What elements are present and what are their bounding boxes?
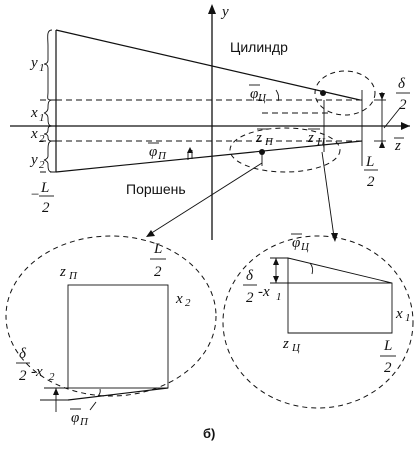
x2-label: x <box>30 126 38 142</box>
y2-label: y <box>29 152 38 168</box>
piston-detail-leader <box>149 162 263 235</box>
zc-label: z Ц <box>307 128 326 148</box>
delta-symbol: δ <box>398 76 406 92</box>
piston-detail-minus-x: -x <box>31 364 43 380</box>
left-two: 2 <box>42 200 50 216</box>
zc-sub: Ц <box>316 136 326 148</box>
delta-arrow-bottom <box>379 141 385 148</box>
phi-p-arrow <box>187 147 193 153</box>
zp-z: z <box>255 130 262 146</box>
cylinder-detail-x1-sub: 1 <box>405 312 411 324</box>
y-axis-label: y <box>220 4 229 20</box>
figure-caption: б) <box>203 426 215 441</box>
phi-p-marker: φ П <box>148 142 193 162</box>
piston-detail-delta-two: 2 <box>19 368 27 384</box>
left-L: L <box>40 180 49 196</box>
piston-detail: z П L 2 x 2 δ 2 -x 2 φ П <box>5 235 217 428</box>
brace-y2 <box>43 140 53 173</box>
phi-c-symbol: φ <box>250 86 258 102</box>
cylinder-detail-dim-arrow-top <box>273 258 279 265</box>
cylinder-detail-delta-two: 2 <box>246 290 254 306</box>
cylinder-zone-circle <box>314 70 376 116</box>
cylinder-detail-dim-arrow-bottom <box>273 276 279 283</box>
cylinder-surface-line <box>55 29 361 101</box>
phi-p-symbol: φ <box>149 144 157 160</box>
surfaces <box>55 29 363 173</box>
cylinder-detail: φ Ц δ 2 -x 1 x 1 z Ц L 2 <box>222 233 414 409</box>
phi-c-sub: Ц <box>257 92 267 104</box>
axes: y z <box>10 4 410 240</box>
left-braces <box>40 29 56 173</box>
cylinder-detail-L: L <box>383 338 392 354</box>
piston-detail-circle <box>5 235 217 397</box>
piston-detail-minus-x-sub: 2 <box>49 371 55 383</box>
x1-sub: 1 <box>39 112 45 124</box>
piston-detail-phi: φ <box>71 410 79 426</box>
y-axis-arrow <box>208 4 216 14</box>
right-L-label: L <box>365 154 374 170</box>
piston-detail-z: z <box>59 264 66 280</box>
delta-leader <box>383 107 401 129</box>
phi-p-sub: П <box>157 150 167 162</box>
piston-detail-z-sub: П <box>68 270 78 282</box>
left-minus: − <box>30 187 40 203</box>
piston-detail-arrow <box>146 230 155 237</box>
piston-detail-x2-sub: 2 <box>185 297 191 309</box>
zp-label: z П <box>255 128 274 148</box>
phi-c-arc <box>275 89 280 102</box>
x1-label: x <box>30 105 38 121</box>
cylinder-detail-leader <box>321 151 335 238</box>
cylinder-detail-x1: x <box>395 306 403 322</box>
x2-sub: 2 <box>39 133 45 145</box>
piston-detail-slope <box>67 387 169 401</box>
piston-detail-phi-leader <box>89 401 97 411</box>
piston-detail-L: L <box>153 241 162 257</box>
piston-detail-delta: δ <box>19 346 27 362</box>
y2-sub: 2 <box>39 159 45 171</box>
piston-detail-dim-arrow <box>53 388 59 395</box>
z-axis-label: z <box>394 138 401 154</box>
cylinder-detail-circle <box>222 235 414 409</box>
cylinder-detail-z-sub: Ц <box>291 342 301 354</box>
cylinder-detail-phi-sub: Ц <box>300 241 310 253</box>
z-axis-arrow <box>401 122 410 130</box>
piston-detail-phi-sub: П <box>79 416 89 428</box>
delta-arrow-top <box>379 93 385 100</box>
zp-sub: П <box>264 136 274 148</box>
piston-surface-line <box>55 140 363 173</box>
cylinder-detail-minus-x: -x <box>258 284 270 300</box>
piston-detail-rect <box>67 284 169 389</box>
cylinder-contact-point <box>320 90 326 96</box>
cylinder-detail-two: 2 <box>384 360 392 376</box>
delta-two: 2 <box>399 97 407 113</box>
piston-detail-two: 2 <box>154 264 162 280</box>
piston-detail-arc <box>97 388 101 397</box>
brace-y1 <box>43 29 53 101</box>
cylinder-detail-shape <box>287 257 393 334</box>
brace-x2 <box>43 125 53 142</box>
y1-label: y <box>29 55 38 71</box>
left-minus-L-over-2: − L 2 <box>30 180 54 216</box>
piston-contact-point <box>259 149 265 155</box>
y1-sub: 1 <box>39 62 45 74</box>
piston-label: Поршень <box>126 181 186 197</box>
cylinder-detail-delta: δ <box>246 268 254 284</box>
cylinder-detail-minus-x-sub: 1 <box>276 291 282 303</box>
cylinder-detail-arc <box>309 262 314 275</box>
brace-x1 <box>43 99 53 127</box>
phi-c-marker: φ Ц <box>249 84 280 104</box>
zc-z: z <box>307 130 314 146</box>
cylinder-label: Цилиндр <box>230 39 288 55</box>
right-end: L 2 <box>361 90 378 190</box>
cylinder-detail-phi: φ <box>292 235 300 251</box>
cylinder-detail-z: z <box>282 336 289 352</box>
piston-zone-circle <box>229 127 341 173</box>
delta-dimension: δ 2 <box>374 76 410 148</box>
piston-detail-x2: x <box>175 291 183 307</box>
right-two-label: 2 <box>367 174 375 190</box>
